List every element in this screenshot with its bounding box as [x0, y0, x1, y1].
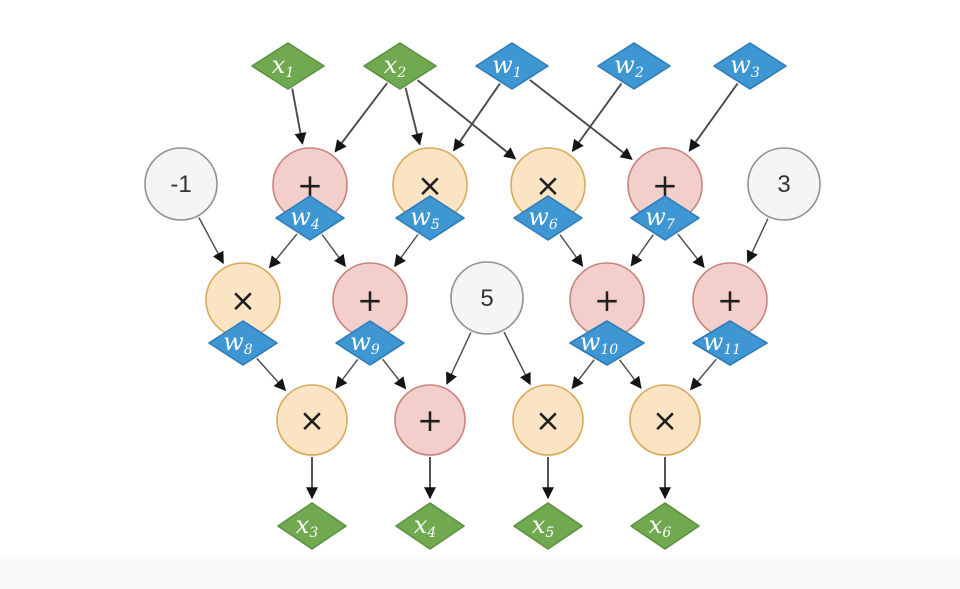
edge-const-3-m4	[746, 218, 769, 263]
edge-w6-m3	[559, 234, 584, 267]
node-m1: ×	[205, 262, 281, 338]
node-label: x4	[414, 511, 436, 541]
node-w11: w11	[692, 320, 768, 366]
node-w8: w8	[208, 320, 278, 366]
node-p2: +	[394, 384, 466, 456]
edge-w2-n3	[571, 82, 623, 152]
node-w3: w3	[713, 42, 787, 90]
times-symbol: ×	[535, 403, 561, 439]
node-w1: w1	[475, 42, 549, 90]
plus-symbol: +	[594, 283, 620, 319]
node-m2: +	[332, 262, 408, 338]
node-label: w2	[614, 51, 644, 81]
const-value: -1	[170, 171, 191, 198]
edge-w1-n2	[453, 83, 501, 152]
node-label: w4	[290, 203, 319, 233]
edge-x1-n1	[291, 88, 307, 145]
edge-w10-p3	[571, 359, 595, 390]
node-w2: w2	[597, 42, 671, 90]
node-x3: x3	[277, 502, 347, 550]
node-label: w11	[703, 328, 741, 358]
node-x1: x1	[251, 42, 325, 90]
edges-layer	[198, 79, 769, 500]
node-label: x2	[384, 51, 407, 81]
node-x2: x2	[363, 42, 437, 90]
edge-w11-p4	[690, 358, 717, 391]
edge-const-neg1-m1	[198, 217, 224, 265]
node-n1: +	[272, 147, 348, 223]
node-label: w3	[730, 51, 760, 81]
node-x5: x5	[513, 502, 583, 550]
node-label: w8	[223, 328, 253, 358]
node-label: w7	[645, 203, 675, 233]
node-w10: w10	[569, 320, 645, 366]
edge-w9-p2	[382, 358, 407, 390]
plus-symbol: +	[357, 283, 383, 319]
edge-w7-m3	[630, 234, 654, 267]
node-p4: ×	[629, 384, 701, 456]
node-label: x1	[272, 51, 294, 81]
node-m3: +	[569, 262, 645, 338]
node-const-5: 5	[450, 261, 524, 335]
node-m4: +	[692, 262, 768, 338]
node-label: w1	[492, 51, 521, 81]
node-label: w5	[410, 203, 440, 233]
plus-symbol: +	[717, 283, 743, 319]
node-w7: w7	[630, 195, 700, 241]
node-p1: ×	[276, 384, 348, 456]
times-symbol: ×	[299, 403, 325, 439]
edge-w1-n4	[529, 79, 633, 160]
node-n2: ×	[392, 147, 468, 223]
times-symbol: ×	[230, 283, 256, 319]
edge-w8-p1	[256, 357, 287, 392]
edge-w9-p1	[335, 358, 359, 389]
node-const-3: 3	[747, 147, 821, 221]
node-w4: w4	[275, 195, 345, 241]
node-label: x5	[532, 511, 555, 541]
node-p3: ×	[512, 384, 584, 456]
node-w9: w9	[335, 320, 405, 366]
node-label: x3	[296, 511, 319, 541]
edge-w4-m1	[268, 233, 298, 269]
edge-w10-p4	[619, 359, 642, 389]
edge-w7-m4	[677, 233, 705, 269]
node-label: w6	[528, 203, 558, 233]
const-value: 5	[480, 285, 493, 312]
edge-w4-m2	[321, 234, 346, 268]
node-label: x6	[649, 511, 672, 541]
const-value: 3	[777, 171, 790, 198]
node-w6: w6	[513, 195, 583, 241]
edge-w3-n4	[688, 82, 739, 152]
edge-x2-n1	[334, 82, 388, 153]
node-label: w9	[350, 328, 380, 358]
node-w5: w5	[395, 195, 465, 241]
node-const-neg1: -1	[144, 147, 218, 221]
edge-const-5-p3	[503, 331, 531, 386]
edge-const-5-p2	[446, 332, 472, 385]
node-label: w10	[580, 328, 618, 358]
plus-symbol: +	[417, 403, 443, 439]
footer-band	[0, 559, 960, 589]
node-x4: x4	[395, 502, 465, 550]
times-symbol: ×	[652, 403, 678, 439]
node-x6: x6	[630, 502, 700, 550]
edge-x2-n3	[416, 79, 517, 160]
edge-w5-m2	[394, 234, 419, 268]
edge-x2-n2	[404, 87, 423, 146]
